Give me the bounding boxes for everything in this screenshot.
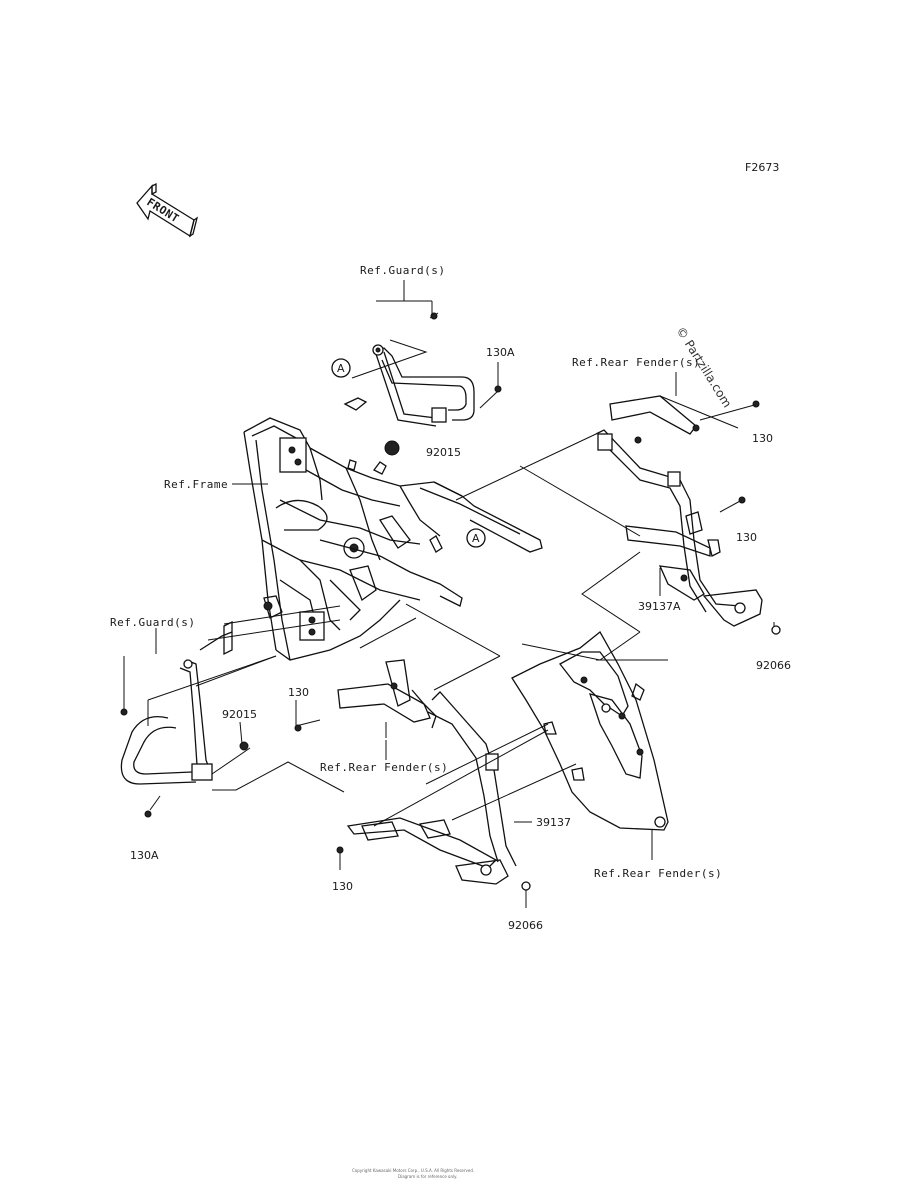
- right-bracket-39137A: [595, 395, 763, 627]
- part-92066-right: 92066: [756, 659, 791, 672]
- part-130-left: 130: [288, 686, 309, 699]
- footer-line-2: Diagram is for reference only.: [398, 1174, 457, 1179]
- part-92066-bottom: 92066: [508, 919, 543, 932]
- front-arrow-icon: FRONT: [136, 182, 199, 238]
- callout-a-top-letter: A: [337, 362, 345, 375]
- part-92015-top: 92015: [426, 446, 461, 459]
- ref-guard-top-label: Ref.Guard(s): [360, 264, 445, 277]
- callout-a-mid: [466, 528, 486, 548]
- part-130A-top: 130A: [486, 346, 515, 359]
- ref-rear-fender-bottom-label: Ref.Rear Fender(s): [594, 867, 722, 880]
- callout-a-mid-letter: A: [472, 532, 480, 545]
- ref-rear-fender-mid-label: Ref.Rear Fender(s): [320, 761, 448, 774]
- center-bracket-39137: [337, 659, 517, 885]
- part-130A-left: 130A: [130, 849, 159, 862]
- part-92015-left: 92015: [222, 708, 257, 721]
- footer-line-1: Copyright Kawasaki Motors Corp., U.S.A. …: [352, 1168, 474, 1173]
- part-130-right-top: 130: [752, 432, 773, 445]
- ref-guard-left-label: Ref.Guard(s): [110, 616, 195, 629]
- part-39137A: 39137A: [638, 600, 681, 613]
- main-frame: [243, 417, 543, 661]
- ref-rear-fender-top-label: Ref.Rear Fender(s): [572, 356, 700, 369]
- rear-fender: [511, 631, 669, 831]
- figure-code: F2673: [745, 161, 779, 174]
- part-39137: 39137: [536, 816, 571, 829]
- left-guard: [120, 620, 249, 785]
- top-guard: [343, 312, 475, 456]
- ref-frame-label: Ref.Frame: [164, 478, 228, 491]
- part-130-right-mid: 130: [736, 531, 757, 544]
- part-130-bottom: 130: [332, 880, 353, 893]
- callout-a-top: [331, 358, 351, 378]
